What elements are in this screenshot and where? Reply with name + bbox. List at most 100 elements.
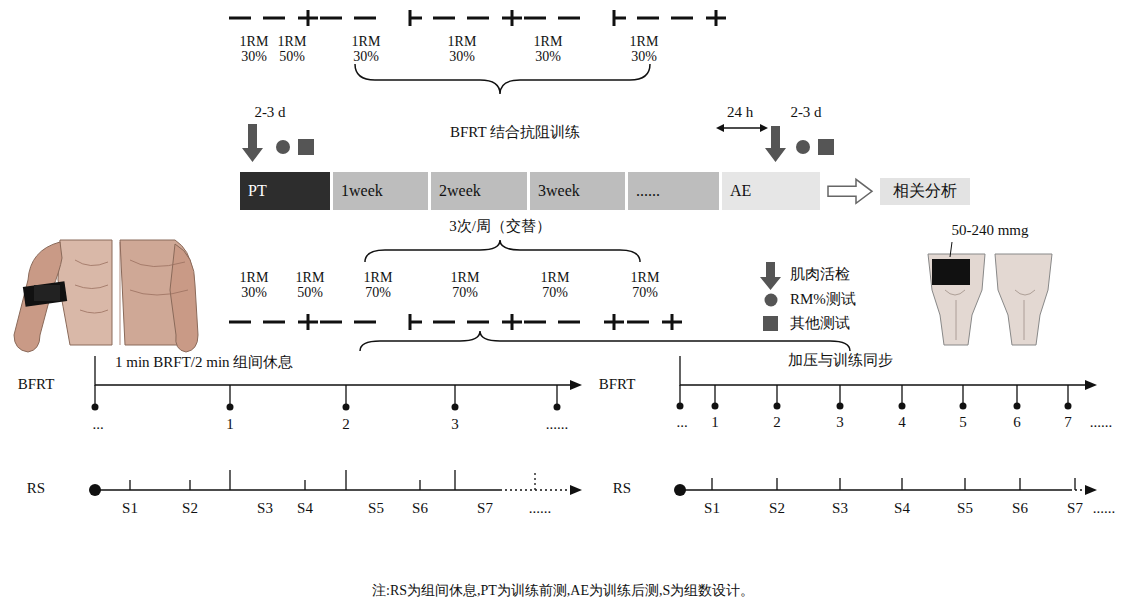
text-label: 2-3 d	[254, 104, 285, 121]
rs-axis-right	[680, 478, 1087, 490]
axis-line	[95, 489, 500, 490]
axis-stems	[680, 385, 1068, 404]
text-label: S6	[412, 500, 428, 517]
intensity-label: 1RM 30%	[534, 34, 563, 65]
text-label: ......	[529, 500, 552, 517]
intensity-label: 1RM 30%	[448, 34, 477, 65]
text-label: S3	[257, 500, 273, 517]
text-label: 2	[342, 416, 350, 433]
axis-dots	[677, 403, 1072, 410]
axis-dots	[92, 404, 561, 411]
dot	[554, 404, 561, 411]
text-label: ......	[546, 416, 569, 433]
text-label: 加压与训练同步	[788, 352, 893, 369]
intensity-label: 1RM 30%	[352, 34, 381, 65]
axis-ticks	[130, 470, 455, 490]
dot	[227, 404, 234, 411]
legend-arrow-symbol	[760, 262, 781, 290]
node-text: PT	[248, 182, 267, 200]
interval-arrowhead	[716, 124, 724, 132]
text-label: 3	[451, 416, 459, 433]
intensity-label: 1RM 70%	[631, 270, 660, 301]
text-label: 6	[1013, 414, 1021, 431]
text-label: ...	[92, 416, 103, 433]
leg-figure	[928, 242, 1052, 345]
phase-band: 3week	[530, 172, 625, 210]
text-label: ...	[676, 414, 687, 431]
node-text: 相关分析	[893, 181, 957, 202]
text-label: 3	[836, 414, 844, 431]
left-arm	[14, 242, 62, 352]
intensity-label: 1RM 70%	[364, 270, 393, 301]
brace	[365, 240, 640, 262]
text-label: S7	[477, 500, 493, 517]
dot	[1065, 403, 1072, 410]
node-text: 3week	[538, 182, 580, 200]
text-label: S4	[894, 500, 910, 517]
start-dot	[674, 484, 686, 496]
text-label: S7	[1067, 500, 1083, 517]
dot	[899, 403, 906, 410]
caption: 注:RS为组间休息,PT为训练前测,AE为训练后测,S为组数设计。	[372, 582, 754, 600]
text-label: RS	[613, 480, 631, 497]
text-label: S4	[297, 500, 313, 517]
interval-arrowhead	[760, 124, 768, 132]
text-label: 1	[226, 416, 234, 433]
axis-stems	[95, 385, 557, 405]
phase-band: 1week	[333, 172, 428, 210]
figure-mask	[34, 285, 60, 301]
text-label: BFRT	[599, 376, 636, 393]
legend-text: 肌肉活检	[790, 265, 850, 284]
node-text: 1week	[341, 182, 383, 200]
text-label: 5	[959, 414, 967, 431]
leader-line	[950, 242, 952, 257]
axis-arrowhead	[570, 380, 582, 390]
dot	[452, 404, 459, 411]
text-label: S6	[1012, 500, 1028, 517]
timeline-marks	[229, 10, 726, 26]
brace	[360, 331, 850, 351]
text-label: 50-240 mmg	[951, 222, 1028, 239]
start-dot	[89, 484, 101, 496]
text-label: 1	[711, 414, 719, 431]
torso-front	[58, 240, 112, 345]
dot	[343, 404, 350, 411]
text-label: RS	[27, 480, 45, 497]
intensity-label: 1RM 70%	[451, 270, 480, 301]
node-text: ......	[636, 182, 660, 200]
text-label: S5	[368, 500, 384, 517]
right-leg	[995, 254, 1052, 345]
intensity-label: 1RM 70%	[541, 270, 570, 301]
text-label: S3	[832, 500, 848, 517]
other-test-marker	[298, 139, 314, 155]
phase-band: 2week	[431, 172, 527, 210]
axis-arrowhead	[1085, 380, 1097, 390]
intensity-label: 1RM 50%	[296, 270, 325, 301]
timeline-marks	[229, 314, 682, 330]
intensity-label: 1RM 30%	[240, 270, 269, 301]
dot	[92, 404, 99, 411]
dot	[1014, 403, 1021, 410]
node-text: 2week	[439, 182, 481, 200]
interval-arrow	[722, 127, 762, 128]
dot	[774, 403, 781, 410]
intensity-label: 1RM 30%	[630, 34, 659, 65]
phase-band: AE	[722, 172, 820, 210]
axis-arrowhead	[570, 485, 582, 495]
text-label: ......	[1090, 414, 1113, 431]
text-label: 1 min BRFT/2 min 组间休息	[115, 354, 293, 371]
dot	[960, 403, 967, 410]
text-label: 3次/周（交替）	[449, 218, 551, 235]
dot	[837, 403, 844, 410]
axis-dotted	[1070, 489, 1087, 490]
intensity-label: 1RM 30%	[240, 34, 269, 65]
axis-line	[680, 489, 1070, 490]
other-test-marker	[818, 139, 834, 155]
text-label: 7	[1064, 414, 1072, 431]
flow-arrow	[828, 179, 872, 203]
text-label: BFRT 结合抗阻训练	[450, 124, 580, 141]
dot	[677, 403, 684, 410]
